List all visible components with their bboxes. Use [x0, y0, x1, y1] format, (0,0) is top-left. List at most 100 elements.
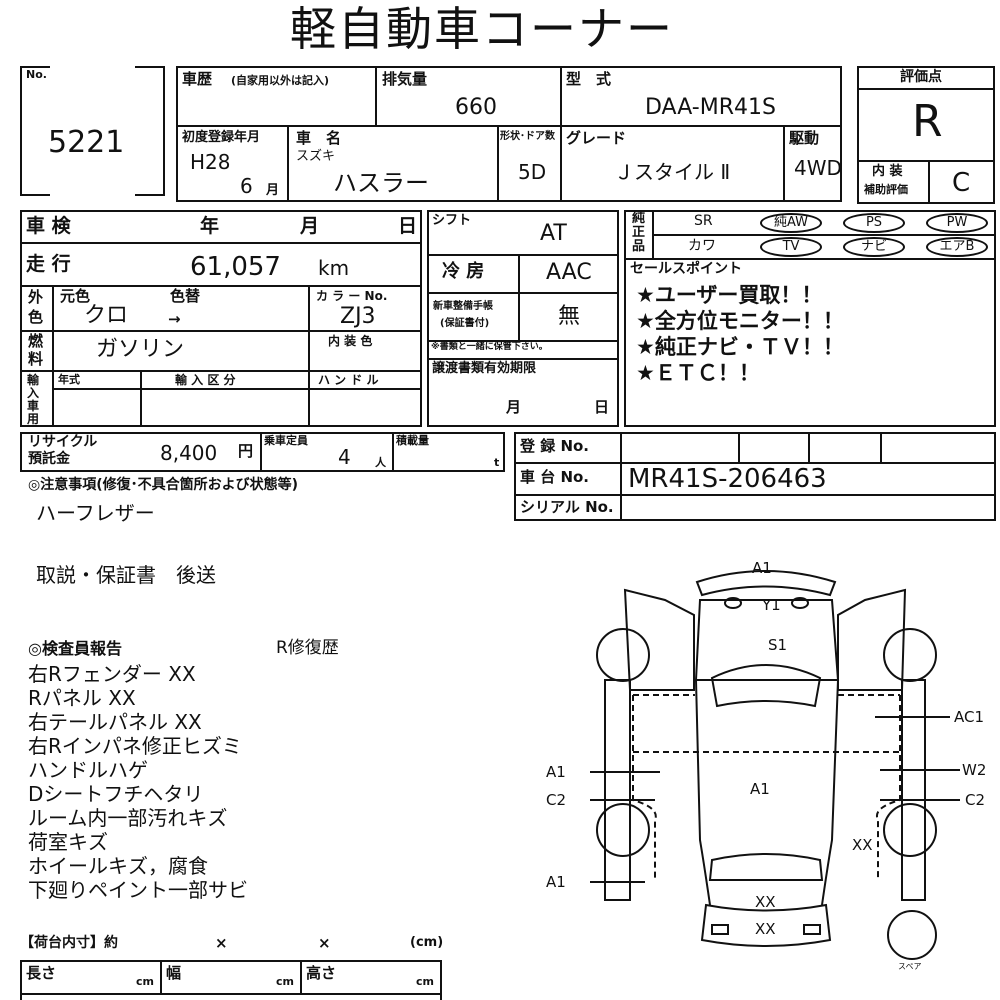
- fuel-value: ガソリン: [96, 337, 185, 362]
- color-arrow: →: [168, 310, 181, 328]
- capacity-label: 乗車定員: [264, 434, 308, 447]
- grade-label: グレード: [566, 129, 627, 147]
- shift-value: AT: [540, 221, 567, 246]
- name-label: 車 名: [296, 129, 342, 147]
- damage-rear-xx-1: XX: [755, 893, 776, 911]
- history-note: (自家用以外は記入): [231, 74, 330, 87]
- shape-label: 形状･ドア数: [500, 131, 555, 142]
- cargo-unit: (cm): [410, 935, 444, 950]
- option-ps: PS: [843, 213, 905, 233]
- cargo-times-2: ×: [318, 934, 331, 952]
- manual-label-2: (保証書付): [440, 318, 490, 329]
- inspection-year: 年: [200, 215, 220, 237]
- mileage-value: 61,057: [190, 252, 281, 282]
- first-reg-month: 6: [240, 174, 253, 198]
- inspector-line: 右テールパネル XX: [28, 710, 202, 734]
- inspector-report-label: ◎検査員報告: [28, 639, 122, 658]
- registration-label: 登 録 No.: [520, 437, 590, 455]
- drive-label: 駆動: [789, 129, 820, 147]
- options-sales-table: [624, 210, 996, 427]
- cargo-table: [20, 960, 442, 1000]
- sales-point: ★全方位モニター！！: [636, 309, 844, 333]
- color-code-value: ZJ3: [340, 304, 376, 329]
- inspector-line: 荷室キズ: [28, 830, 108, 854]
- damage-right-xx: XX: [852, 836, 873, 854]
- inspection-label: 車 検: [26, 215, 71, 237]
- fuel-side-1: 燃: [28, 332, 44, 350]
- interior-score-label-1: 内 装: [872, 164, 903, 179]
- damage-ac1: AC1: [954, 708, 985, 726]
- repair-history-label: R修復歴: [276, 638, 339, 658]
- cargo-height-label: 高さ: [306, 964, 337, 982]
- interior-color-label: 内 装 色: [328, 334, 373, 348]
- recycle-label-1: リサイクル: [28, 434, 98, 450]
- serial-label: シリアル No.: [520, 498, 614, 516]
- fuel-side-2: 料: [28, 350, 44, 368]
- damage-left-rear-a1: A1: [546, 873, 566, 891]
- inspection-day: 日: [398, 215, 418, 237]
- displacement-value: 660: [455, 95, 497, 120]
- manual-value: 無: [558, 304, 581, 329]
- grade-value: Ｊスタイル Ⅱ: [614, 160, 731, 184]
- capacity-unit: 人: [375, 456, 386, 469]
- manual-note: ※書類と一緒に保管下さい。: [431, 342, 548, 352]
- sales-point: ★純正ナビ・ＴＶ！！: [636, 335, 844, 359]
- inspector-line: ルーム内一部汚れキズ: [28, 806, 228, 830]
- recycle-table: [20, 432, 505, 472]
- cargo-width-label: 幅: [166, 964, 182, 982]
- damage-rear-xx-2: XX: [755, 920, 776, 938]
- color-code-label: カ ラ ー No.: [316, 289, 388, 303]
- recycle-unit: 円: [238, 442, 254, 460]
- mileage-label: 走 行: [26, 253, 71, 275]
- import-year-label: 年式: [58, 373, 80, 386]
- first-reg-month-unit: 月: [266, 183, 280, 198]
- recycle-value: 8,400: [160, 441, 218, 465]
- inspector-line: ホイールキズ，腐食: [28, 854, 208, 878]
- lot-number: 5221: [48, 125, 125, 160]
- cargo-times-1: ×: [215, 934, 228, 952]
- cargo-length-unit: cm: [136, 975, 154, 988]
- ac-label: 冷 房: [442, 261, 485, 282]
- damage-front-a1: A1: [752, 559, 772, 577]
- note-line: ハーフレザー: [36, 501, 155, 525]
- sales-point: ★ＥＴＣ！！: [636, 361, 760, 385]
- color-change-label: 色替: [170, 287, 201, 305]
- sales-points-label: セールスポイント: [630, 261, 742, 277]
- drive-value: 4WD: [794, 156, 842, 180]
- notes-label: ◎注意事項(修復･不具合箇所および状態等): [28, 477, 299, 493]
- load-label: 積載量: [396, 434, 429, 447]
- cargo-width-unit: cm: [276, 975, 294, 988]
- transfer-month: 月: [506, 398, 522, 416]
- damage-s1: S1: [768, 636, 788, 654]
- score-box: [857, 66, 995, 204]
- color-side-2: 色: [28, 308, 44, 326]
- first-reg-label: 初度登録年月: [182, 130, 261, 145]
- history-label: 車歴: [182, 70, 213, 88]
- model-value: DAA-MR41S: [645, 95, 776, 120]
- option-alloy-wheel: 純AW: [760, 213, 822, 233]
- damage-w2: W2: [962, 761, 987, 779]
- oem-side-label: 純正品: [632, 211, 646, 254]
- option-sr: SR: [694, 213, 713, 229]
- lot-no-label: No.: [26, 68, 47, 81]
- damage-y1: Y1: [762, 596, 781, 614]
- spec-table: [20, 210, 422, 427]
- sales-point: ★ユーザー買取！！: [636, 283, 823, 307]
- color-side-1: 外: [28, 288, 44, 306]
- interior-score-value: C: [952, 168, 971, 198]
- import-handle-label: ハ ン ド ル: [318, 373, 379, 387]
- model-label: 型 式: [566, 70, 612, 88]
- page-title: 軽自動車コーナー: [290, 2, 674, 56]
- inspector-line: 右Rインパネ修正ヒズミ: [28, 734, 242, 758]
- first-reg-year: H28: [190, 150, 231, 174]
- orig-color-label: 元色: [60, 287, 91, 305]
- score-value: R: [912, 96, 943, 147]
- note-line: 取説・保証書 後送: [36, 563, 216, 587]
- interior-score-label-2: 補助評価: [864, 183, 908, 196]
- name-value: ハスラー: [333, 169, 429, 197]
- transfer-label: 譲渡書類有効期限: [432, 361, 537, 376]
- score-label: 評価点: [900, 69, 942, 85]
- mileage-unit: km: [318, 256, 350, 280]
- shift-label: シフト: [432, 213, 472, 228]
- spare-label: スペア: [898, 962, 922, 971]
